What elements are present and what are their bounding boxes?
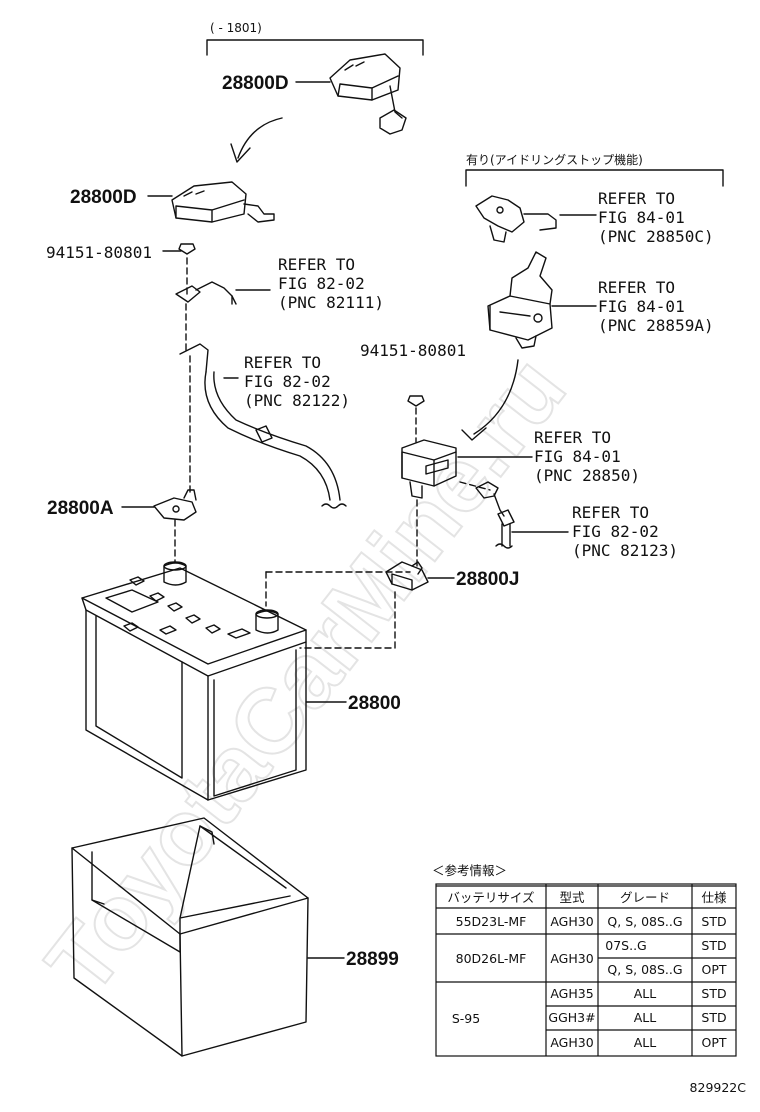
battery-tray-28899-drawing [71,817,309,1057]
terminal-28800a-drawing [153,489,197,521]
table-cell: 55D23L-MF [456,914,527,929]
ref-82111[interactable]: REFER TO FIG 82-02 (PNC 82111) [278,255,384,312]
header-grade: グレード [620,890,670,905]
ref-refer-text: REFER TO [244,353,321,372]
table-cell: Q, S, 08S..G [607,962,682,977]
idle-stop-label: 有り(アイドリングストップ機能) [466,152,643,167]
cable-82123-drawing [475,481,515,549]
cover-28800d-top-drawing [329,53,407,135]
nut-right [407,395,425,407]
ref-refer-text: REFER TO [534,428,611,447]
table-cell: Q, S, 08S..G [607,914,682,929]
ref-82122[interactable]: REFER TO FIG 82-02 (PNC 82122) [244,353,350,410]
arrow-left-curve [237,117,283,159]
arrow-right-curve [473,359,519,435]
part-94151-left[interactable]: 94151-80801 [46,243,152,262]
header-spec: 仕様 [701,890,727,905]
sensor-28850c-drawing [475,195,557,243]
info-table: ＜参考情報＞ バッテリサイズ 型式 グレード 仕様 55D23L-MF AGH3… [432,863,737,1057]
ref-pnc-text: (PNC 28850) [534,466,640,485]
ref-fig-text: FIG 84-01 [534,447,621,466]
ref-28859a[interactable]: REFER TO FIG 84-01 (PNC 28859A) [598,278,714,335]
ref-fig-text: FIG 82-02 [244,372,331,391]
header-model: 型式 [559,890,585,905]
ref-28850c[interactable]: REFER TO FIG 84-01 (PNC 28850C) [598,189,714,246]
table-cell: STD [701,938,726,953]
figure-id: 829922C [690,1080,747,1095]
ref-pnc-text: (PNC 82111) [278,293,384,312]
bracket-28859a-drawing [487,251,553,349]
table-cell: OPT [701,1035,726,1050]
arrow-right-head [461,427,487,441]
arrow-left-head [230,143,251,163]
negative-terminal-cable-drawing [175,281,237,305]
part-28800d-top[interactable]: 28800D [222,73,289,94]
ref-pnc-text: (PNC 82123) [572,541,678,560]
ref-fig-text: FIG 82-02 [572,522,659,541]
range-label: ( - 1801) [210,21,262,35]
ref-82123[interactable]: REFER TO FIG 82-02 (PNC 82123) [572,503,678,560]
ref-fig-text: FIG 84-01 [598,208,685,227]
ref-pnc-text: (PNC 28859A) [598,316,714,335]
part-28800d[interactable]: 28800D [70,187,137,208]
table-cell: 80D26L-MF [456,951,527,966]
ref-refer-text: REFER TO [598,278,675,297]
table-cell: ALL [634,986,657,1001]
ref-28850[interactable]: REFER TO FIG 84-01 (PNC 28850) [534,428,640,485]
battery-28800-drawing [81,561,307,801]
idle-stop-bracket [465,169,724,187]
table-cell: AGH30 [550,1035,593,1050]
table-cell: STD [701,986,726,1001]
table-cell: STD [701,914,726,929]
ref-pnc-text: (PNC 28850C) [598,227,714,246]
sensor-28850-drawing [401,439,457,499]
ref-refer-text: REFER TO [278,255,355,274]
table-cell: AGH30 [550,951,593,966]
table-cell: AGH35 [550,986,593,1001]
range-bracket [206,39,424,56]
table-cell: STD [701,1010,726,1025]
table-cell: ALL [634,1035,657,1050]
table-cell: S-95 [452,1011,480,1026]
part-28800[interactable]: 28800 [348,693,401,714]
table-cell: 07S..G [605,938,646,953]
table-cell: ALL [634,1010,657,1025]
ref-refer-text: REFER TO [572,503,649,522]
ref-fig-text: FIG 82-02 [278,274,365,293]
nut-left [178,243,196,255]
part-28800a[interactable]: 28800A [47,498,114,519]
part-28899[interactable]: 28899 [346,949,399,970]
header-size: バッテリサイズ [447,890,534,905]
part-94151-right[interactable]: 94151-80801 [360,341,466,360]
table-cell: GGH3# [548,1010,595,1025]
table-cell: OPT [701,962,726,977]
part-28800j[interactable]: 28800J [456,569,519,590]
cover-28800d-drawing [171,181,275,223]
terminal-28800j-drawing [385,561,429,591]
ground-cable-drawing [179,343,347,509]
ref-pnc-text: (PNC 82122) [244,391,350,410]
table-cell: AGH30 [550,914,593,929]
ref-refer-text: REFER TO [598,189,675,208]
info-table-title: ＜参考情報＞ [432,863,507,878]
ref-fig-text: FIG 84-01 [598,297,685,316]
